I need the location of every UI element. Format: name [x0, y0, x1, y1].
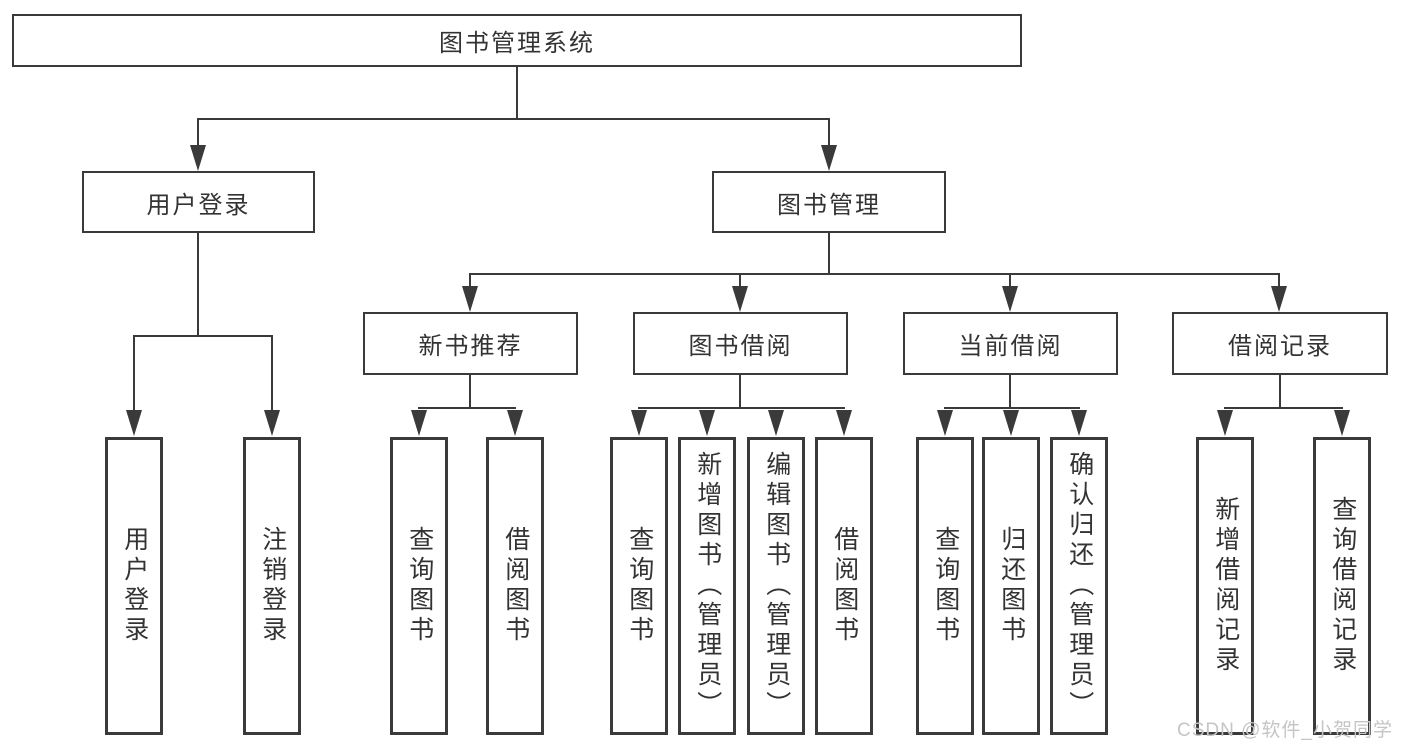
leaf-borrow-query-book-label: 查询图书 — [625, 526, 654, 646]
node-book-borrow-label: 图书借阅 — [688, 333, 793, 360]
arrow-down-icon — [732, 286, 748, 312]
connector-root-drop-right — [828, 118, 830, 148]
arrow-down-icon — [1217, 410, 1233, 436]
node-new-book-recommend-label: 新书推荐 — [418, 333, 523, 360]
leaf-recommend-query-book: 查询图书 — [390, 437, 448, 735]
arrow-down-icon — [1071, 410, 1087, 436]
leaf-add-borrow-record: 新增借阅记录 — [1196, 437, 1254, 735]
csdn-watermark: CSDN @软件_小贺同学 — [1177, 720, 1393, 741]
connector-user-login-drop-left — [133, 335, 135, 412]
leaf-logout-label: 注销登录 — [258, 526, 287, 646]
arrow-down-icon — [264, 410, 280, 436]
connector-book-management-stem — [828, 233, 830, 273]
connector-book-management-drop-4 — [1278, 273, 1280, 289]
leaf-user-login: 用户登录 — [105, 437, 163, 735]
leaf-borrow-book: 借阅图书 — [815, 437, 873, 735]
arrow-down-icon — [126, 410, 142, 436]
connector-book-management-drop-3 — [1009, 273, 1011, 289]
leaf-current-query-book: 查询图书 — [916, 437, 974, 735]
leaf-edit-book-admin: 编辑图书（管理员） — [747, 437, 805, 735]
node-library-management-system-label: 图书管理系统 — [439, 30, 595, 57]
leaf-borrow-query-book: 查询图书 — [610, 437, 668, 735]
connector-book-management-drop-1 — [469, 273, 471, 289]
leaf-confirm-return-admin: 确认归还（管理员） — [1050, 437, 1108, 735]
connector-book-management-branch — [469, 273, 1280, 275]
node-user-login: 用户登录 — [82, 171, 315, 233]
node-current-borrow-label: 当前借阅 — [958, 333, 1063, 360]
arrow-down-icon — [821, 145, 837, 171]
connector-user-login-branch — [133, 335, 273, 337]
leaf-query-borrow-record-label: 查询借阅记录 — [1328, 496, 1357, 676]
arrow-down-icon — [1002, 286, 1018, 312]
leaf-recommend-borrow-book: 借阅图书 — [486, 437, 544, 735]
connector-root-branch — [197, 118, 830, 120]
node-borrow-record: 借阅记录 — [1172, 312, 1388, 375]
connector-book-borrow-branch — [638, 407, 845, 409]
arrow-down-icon — [190, 145, 206, 171]
connector-borrow-record-branch — [1224, 407, 1343, 409]
arrow-down-icon — [1334, 410, 1350, 436]
leaf-current-query-book-label: 查询图书 — [931, 526, 960, 646]
arrow-down-icon — [836, 410, 852, 436]
connector-new-book-recommend-stem — [469, 375, 471, 407]
connector-current-borrow-branch — [944, 407, 1080, 409]
connector-borrow-record-stem — [1279, 375, 1281, 407]
node-borrow-record-label: 借阅记录 — [1228, 333, 1332, 360]
node-book-management: 图书管理 — [712, 171, 946, 233]
leaf-logout: 注销登录 — [243, 437, 301, 735]
leaf-return-book-label: 归还图书 — [997, 526, 1026, 646]
connector-root-drop-left — [197, 118, 199, 148]
leaf-user-login-label: 用户登录 — [120, 526, 149, 646]
connector-book-management-drop-2 — [739, 273, 741, 289]
leaf-return-book: 归还图书 — [982, 437, 1040, 735]
arrow-down-icon — [462, 286, 478, 312]
connector-new-book-recommend-branch — [418, 407, 516, 409]
arrow-down-icon — [768, 410, 784, 436]
leaf-query-borrow-record: 查询借阅记录 — [1313, 437, 1371, 735]
leaf-recommend-borrow-book-label: 借阅图书 — [501, 526, 530, 646]
connector-root-stem — [516, 67, 518, 118]
leaf-add-book-admin-label: 新增图书（管理员） — [693, 451, 722, 721]
connector-user-login-drop-right — [271, 335, 273, 412]
node-current-borrow: 当前借阅 — [903, 312, 1118, 375]
leaf-add-book-admin: 新增图书（管理员） — [678, 437, 736, 735]
arrow-down-icon — [1271, 286, 1287, 312]
arrow-down-icon — [507, 410, 523, 436]
leaf-borrow-book-label: 借阅图书 — [830, 526, 859, 646]
arrow-down-icon — [631, 410, 647, 436]
node-user-login-label: 用户登录 — [146, 191, 251, 219]
arrow-down-icon — [1003, 410, 1019, 436]
node-book-management-label: 图书管理 — [777, 191, 881, 219]
leaf-confirm-return-admin-label: 确认归还（管理员） — [1065, 451, 1094, 721]
leaf-edit-book-admin-label: 编辑图书（管理员） — [762, 451, 791, 721]
node-book-borrow: 图书借阅 — [633, 312, 848, 375]
leaf-add-borrow-record-label: 新增借阅记录 — [1211, 496, 1240, 676]
node-new-book-recommend: 新书推荐 — [363, 312, 578, 375]
leaf-recommend-query-book-label: 查询图书 — [405, 526, 434, 646]
arrow-down-icon — [411, 410, 427, 436]
arrow-down-icon — [699, 410, 715, 436]
arrow-down-icon — [937, 410, 953, 436]
connector-current-borrow-stem — [1009, 375, 1011, 407]
connector-book-borrow-stem — [739, 375, 741, 407]
node-library-management-system: 图书管理系统 — [12, 14, 1022, 67]
connector-user-login-stem — [197, 233, 199, 335]
